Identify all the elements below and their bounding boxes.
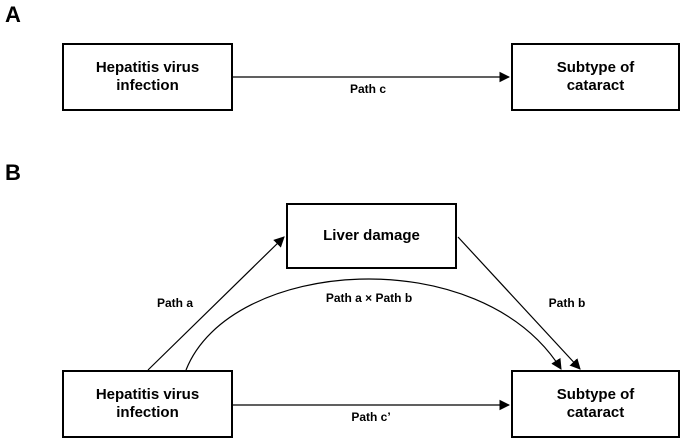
indirect-path-label: Path a × Path b: [325, 291, 413, 305]
hepatitis-virus-infection-box-b: Hepatitis virus infection: [62, 370, 233, 438]
path-c-prime-label: Path c’: [351, 410, 391, 424]
indirect-path-arrow: [185, 278, 562, 371]
liver-damage-box: Liver damage: [286, 203, 457, 269]
path-a-arrow: [147, 236, 285, 371]
path-c-label: Path c: [349, 82, 387, 96]
subtype-of-cataract-box-b: Subtype of cataract: [511, 370, 680, 438]
subtype-of-cataract-box-a: Subtype of cataract: [511, 43, 680, 111]
panel-b-label: B: [5, 160, 21, 185]
path-b-arrow: [457, 236, 581, 370]
hepatitis-virus-infection-box-a: Hepatitis virus infection: [62, 43, 233, 111]
path-b-label: Path b: [548, 296, 586, 310]
path-a-label: Path a: [156, 296, 194, 310]
panel-a-label: A: [5, 2, 21, 27]
